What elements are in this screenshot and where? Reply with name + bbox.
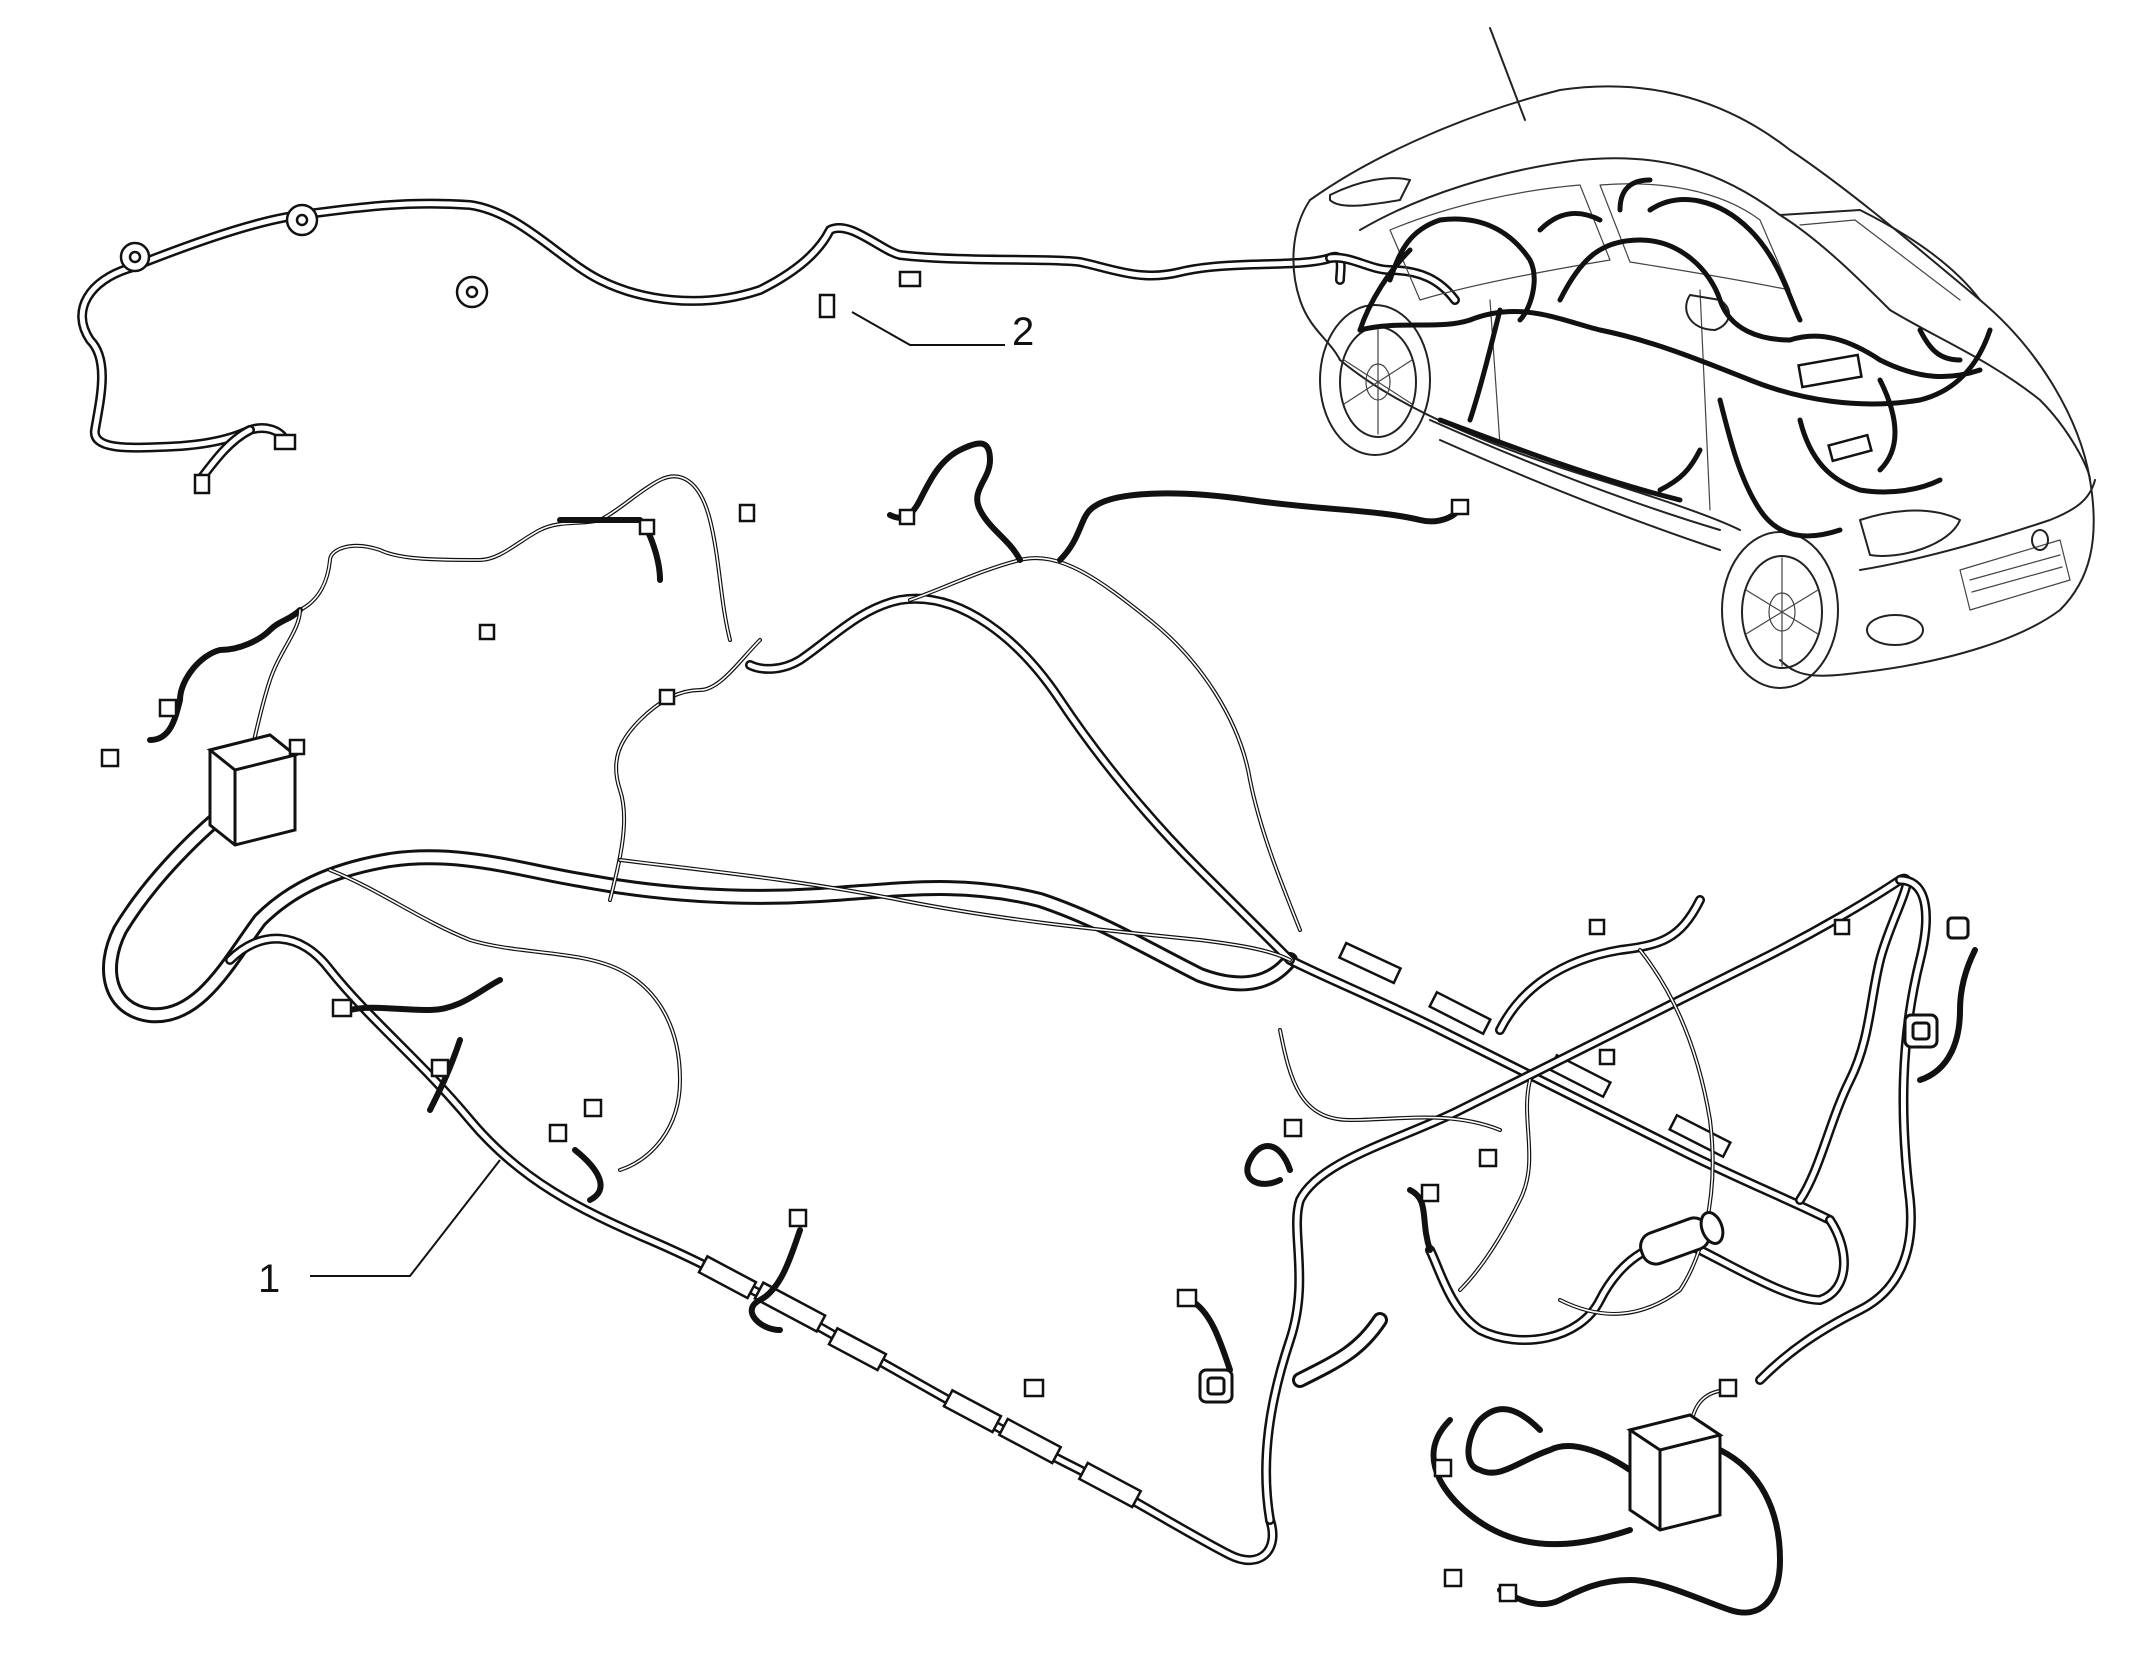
connectors: [100, 498, 1851, 1603]
callout-1-label: 1: [258, 1257, 280, 1301]
cylinder-component: [1639, 1211, 1725, 1266]
sleeve-front-5: [997, 1417, 1063, 1465]
sleeve-front-4: [942, 1388, 1003, 1434]
roof-lamp-connector-3: [455, 275, 489, 309]
roof-connector-d: [193, 473, 211, 495]
car-illustration: [1292, 27, 2096, 689]
sleeve-front-2: [753, 1280, 827, 1334]
roof-connector-b: [898, 270, 922, 288]
sleeve-front-1: [697, 1254, 758, 1300]
grommet-3: [1946, 916, 1970, 940]
control-module-left: [206, 733, 306, 847]
callout-2-label: 2: [1012, 310, 1034, 354]
sleeve-front-3: [827, 1326, 888, 1372]
roof-lamp-connector-1: [119, 241, 151, 273]
main-wiring-harness: [102, 440, 1978, 1616]
roof-connector-c: [273, 433, 297, 451]
roof-lamp-connector-2: [285, 203, 319, 237]
callout-2: 2: [851, 310, 1034, 354]
control-module-right: [1626, 1413, 1724, 1532]
roof-wiring-harness: [77, 198, 1460, 495]
callout-1: 1: [258, 1159, 501, 1301]
sleeve-rear-2: [1427, 990, 1493, 1036]
sleeve-rear-1: [1337, 941, 1403, 985]
sleeve-rear-4: [1667, 1113, 1733, 1159]
sleeve-front-6: [1077, 1461, 1143, 1509]
roof-connector-a: [818, 293, 836, 319]
